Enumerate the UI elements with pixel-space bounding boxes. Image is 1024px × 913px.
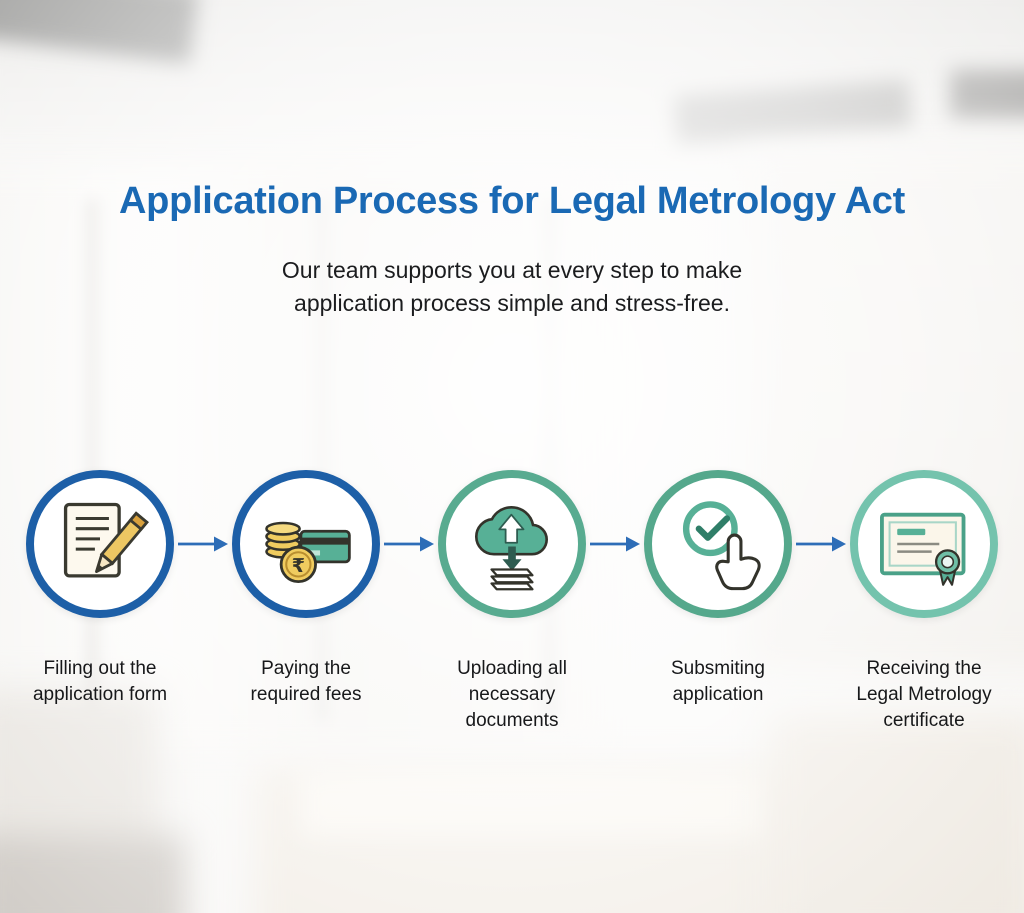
step-label: Receiving the Legal Metrology certificat… bbox=[856, 658, 992, 732]
document-pencil-icon bbox=[63, 502, 149, 578]
step-circle: ₹ bbox=[232, 470, 380, 618]
submit-click-icon bbox=[682, 501, 761, 591]
process-steps: Filling out the application form bbox=[0, 470, 1024, 735]
arrow-right-icon bbox=[796, 536, 846, 552]
svg-text:₹: ₹ bbox=[292, 554, 305, 577]
step-label: Uploading all necessary documents bbox=[457, 658, 567, 732]
step-circle bbox=[850, 470, 998, 618]
step-upload-documents: Uploading all necessary documents bbox=[436, 470, 588, 735]
arrow-right-icon bbox=[384, 536, 434, 552]
coins-card-icon: ₹ bbox=[265, 521, 351, 584]
step-fill-form: Filling out the application form bbox=[24, 470, 176, 708]
step-submit-application: Subsmiting application bbox=[642, 470, 794, 708]
step-receive-certificate: Receiving the Legal Metrology certificat… bbox=[848, 470, 1000, 735]
step-label: Subsmiting application bbox=[671, 658, 765, 706]
subtitle: Our team supports you at every step to m… bbox=[281, 257, 743, 317]
cloud-upload-documents-icon bbox=[474, 505, 548, 591]
arrow-right-icon bbox=[178, 536, 228, 552]
step-circle bbox=[644, 470, 792, 618]
arrow-right-icon bbox=[590, 536, 640, 552]
step-label: Filling out the application form bbox=[32, 658, 168, 706]
step-circle bbox=[438, 470, 586, 618]
step-pay-fees: ₹ Paying the required fees bbox=[230, 470, 382, 708]
certificate-icon bbox=[880, 512, 966, 586]
step-circle bbox=[26, 470, 174, 618]
page-title: Application Process for Legal Metrology … bbox=[119, 180, 905, 222]
step-label: Paying the required fees bbox=[250, 658, 362, 706]
